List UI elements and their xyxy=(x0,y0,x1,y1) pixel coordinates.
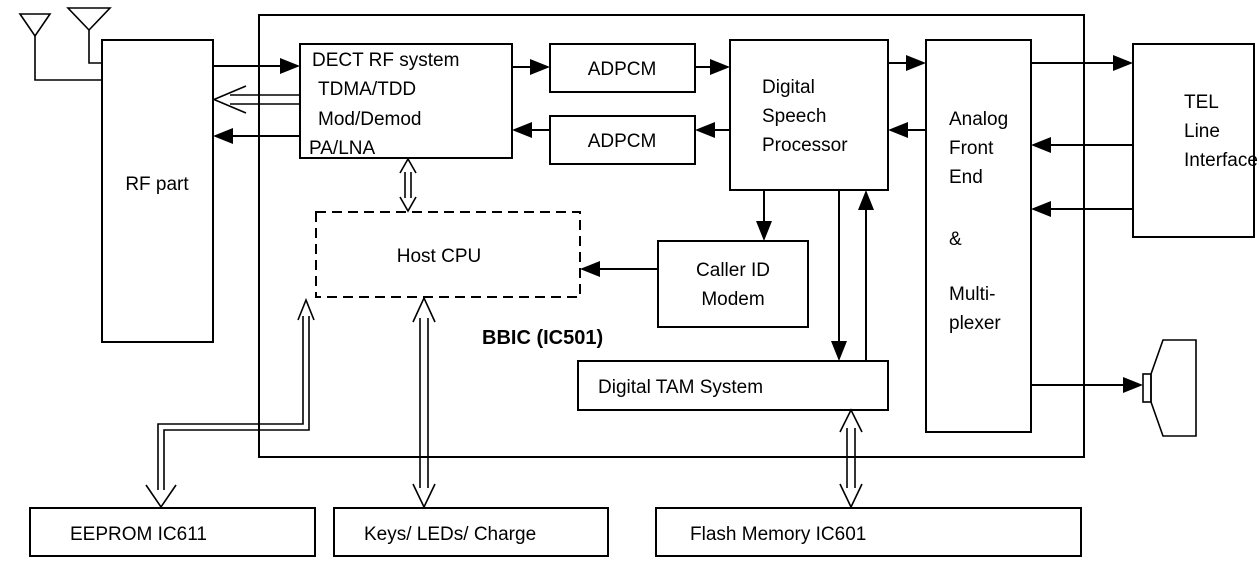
dsp-to-adpcm-arrow xyxy=(695,122,730,138)
afe-line-6: plexer xyxy=(949,313,1001,334)
host-keys-bus-arrow xyxy=(412,296,436,509)
caller-id-line-2: Modem xyxy=(701,289,764,310)
afe-to-tel-arrow xyxy=(1031,55,1133,71)
bbic-label: BBIC (IC501) xyxy=(482,327,603,349)
dsp-block xyxy=(729,39,889,191)
afe-line-2: Front xyxy=(949,138,994,159)
tel-line-2: Line xyxy=(1184,121,1220,142)
tel-to-afe-arrow xyxy=(1031,201,1133,217)
adpcm-to-dsp-arrow xyxy=(695,59,730,75)
dect-line-4: PA/LNA xyxy=(309,138,376,159)
adpcm-top-label: ADPCM xyxy=(588,59,657,80)
dsp-line-1: Digital xyxy=(762,77,815,98)
flash-block xyxy=(655,507,1082,557)
adpcm-to-dect-arrow xyxy=(512,122,550,138)
tel-line-3: Interface xyxy=(1184,150,1258,171)
dect-to-rf-arrow xyxy=(213,128,300,144)
adpcm-bottom-block xyxy=(549,115,696,165)
dect-rf-block xyxy=(299,43,513,159)
dsp-to-callerid-arrow xyxy=(756,190,772,241)
dect-line-3: Mod/Demod xyxy=(318,109,422,130)
dect-line-1: DECT RF system xyxy=(312,50,459,71)
afe-line-4: & xyxy=(949,229,962,250)
caller-id-block xyxy=(657,240,809,328)
dsp-line-2: Speech xyxy=(762,106,826,127)
tel-to-afe-arrow xyxy=(1031,137,1133,153)
dsp-line-3: Processor xyxy=(762,135,848,156)
flash-label: Flash Memory IC601 xyxy=(690,524,866,545)
tel-line-1: TEL xyxy=(1184,92,1219,113)
afe-line-3: End xyxy=(949,167,983,188)
host-cpu-label: Host CPU xyxy=(397,246,481,267)
tam-block xyxy=(577,360,889,411)
host-eeprom-bus-arrow xyxy=(145,297,315,509)
adpcm-bottom-label: ADPCM xyxy=(588,131,657,152)
keys-block xyxy=(333,507,609,557)
rf-to-dect-arrow xyxy=(213,58,300,74)
dect-to-adpcm-arrow xyxy=(512,59,550,75)
callerid-to-host-arrow xyxy=(580,261,658,277)
tel-line-block xyxy=(1132,43,1255,238)
tam-flash-bus-arrow xyxy=(839,408,863,509)
afe-to-dsp-arrow xyxy=(888,122,926,138)
afe-to-speaker-arrow xyxy=(1031,377,1143,393)
speaker-icon xyxy=(1142,339,1197,437)
rf-part-block xyxy=(101,39,214,343)
eeprom-block xyxy=(29,507,316,557)
tam-label: Digital TAM System xyxy=(598,377,763,398)
rf-part-label: RF part xyxy=(125,174,189,195)
afe-block xyxy=(925,39,1032,433)
dect-line-2: TDMA/TDD xyxy=(318,79,416,100)
tam-to-dsp-arrow xyxy=(858,190,874,361)
dect-to-rf-double-arrow xyxy=(211,85,300,114)
eeprom-label: EEPROM IC611 xyxy=(70,524,207,545)
host-cpu-block xyxy=(315,211,581,298)
keys-label: Keys/ LEDs/ Charge xyxy=(364,524,536,545)
dect-host-bus-arrow xyxy=(399,157,417,213)
dsp-to-tam-arrow xyxy=(831,190,847,361)
caller-id-line-1: Caller ID xyxy=(696,260,770,281)
bbic-boundary xyxy=(258,14,1085,458)
afe-line-1: Analog xyxy=(949,109,1008,130)
afe-line-5: Multi- xyxy=(949,284,995,305)
antenna-icon xyxy=(66,7,112,64)
antenna-icon xyxy=(18,13,102,81)
dsp-to-afe-arrow xyxy=(888,55,926,71)
